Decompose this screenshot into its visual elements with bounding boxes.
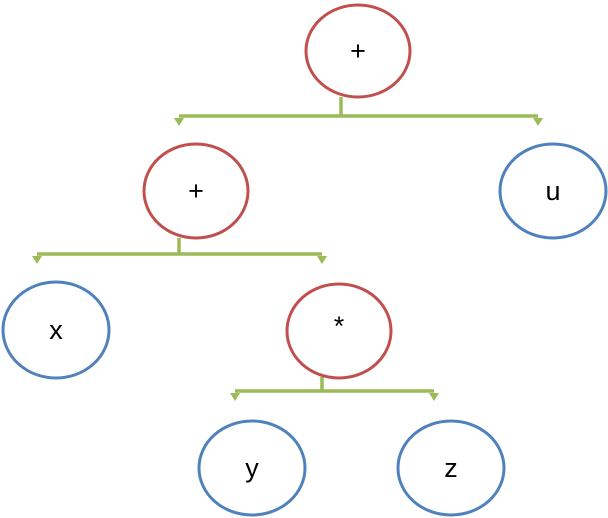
node-ellipse (396, 419, 506, 517)
node-label: * (334, 311, 345, 341)
connector-arrow (429, 393, 439, 401)
connector-arrow (317, 256, 327, 264)
node-label: u (545, 176, 560, 206)
node-ellipse (142, 142, 250, 240)
node-ellipse (285, 282, 393, 380)
node-label: x (49, 315, 63, 345)
connector-arrow (230, 393, 240, 401)
node-y: y (197, 419, 307, 517)
node-label: + (188, 176, 204, 206)
node-z: z (396, 419, 506, 517)
node-ellipse (197, 419, 307, 517)
node-label: z (444, 453, 458, 483)
node-ellipse (498, 142, 608, 240)
connector-arrow (533, 118, 543, 126)
node-plus: + (142, 142, 250, 240)
node-u: u (498, 142, 608, 240)
node-mult: * (285, 282, 393, 380)
node-ellipse (1, 280, 111, 380)
connector-arrow (174, 118, 184, 126)
node-ellipse (304, 3, 412, 99)
connector-plus (32, 238, 327, 264)
connector-arrow (32, 256, 42, 264)
node-root-plus: + (304, 3, 412, 99)
node-x: x (1, 280, 111, 380)
connector-mult (230, 377, 439, 401)
node-label: + (350, 36, 366, 66)
connector-root (174, 97, 543, 126)
node-label: y (245, 453, 259, 483)
